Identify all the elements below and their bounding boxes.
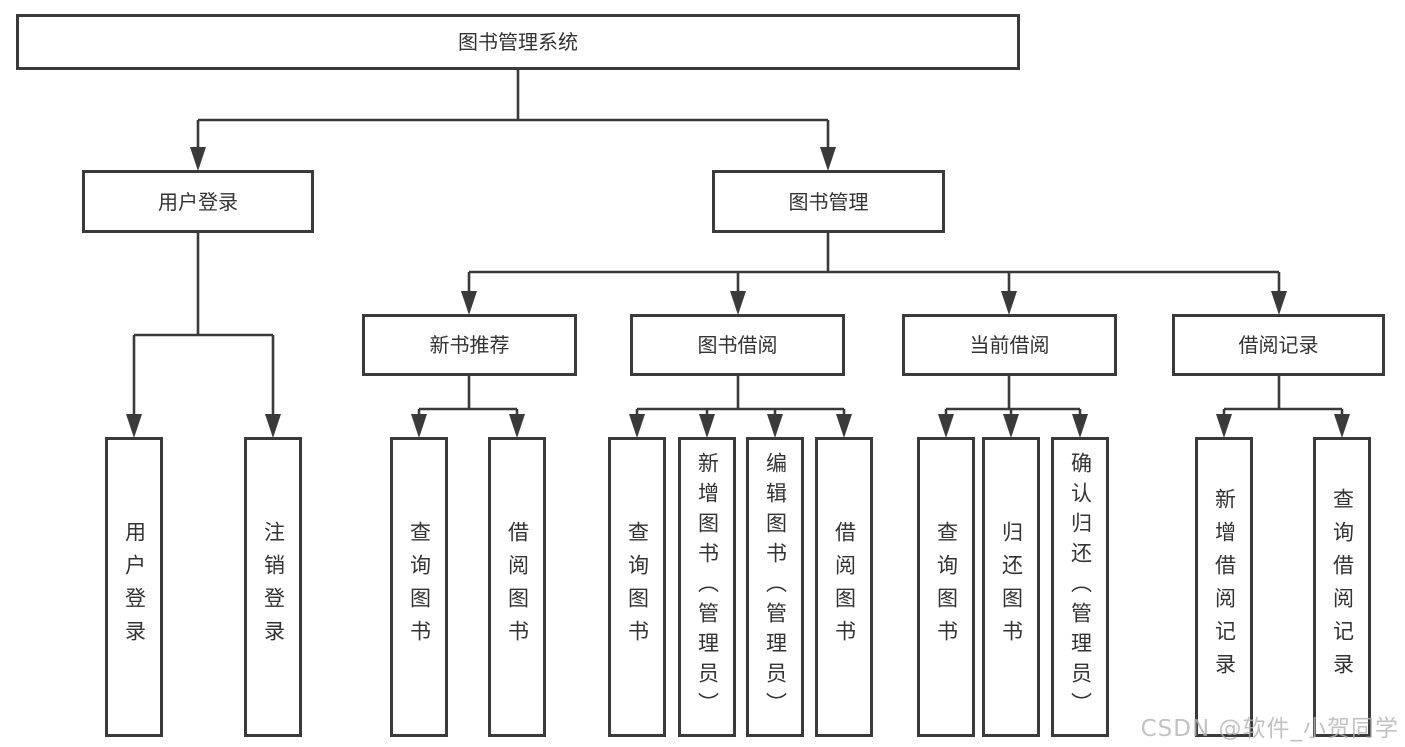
node-book-borrowing: 图书借阅 <box>630 314 845 376</box>
node-leaf-query-borrow-record-label: 查询借阅记录 <box>1330 488 1355 686</box>
node-user-login: 用户登录 <box>82 170 314 233</box>
connector-lines <box>132 70 1344 433</box>
node-leaf-logout: 注销登录 <box>244 437 302 737</box>
node-leaf-query-books-current: 查询图书 <box>917 437 975 737</box>
node-new-book-recommend-label: 新书推荐 <box>429 333 510 357</box>
node-borrowing-records-label: 借阅记录 <box>1238 333 1319 357</box>
node-leaf-return-books-label: 归还图书 <box>999 521 1024 653</box>
node-leaf-borrow-books-recommend-label: 借阅图书 <box>505 521 530 653</box>
node-new-book-recommend: 新书推荐 <box>362 314 577 376</box>
node-leaf-confirm-return-admin-label: 确认归还（管理员） <box>1068 452 1093 722</box>
node-user-login-label: 用户登录 <box>158 189 238 214</box>
node-leaf-borrow-books: 借阅图书 <box>815 437 873 737</box>
node-leaf-borrow-books-recommend: 借阅图书 <box>488 437 546 737</box>
node-leaf-confirm-return-admin: 确认归还（管理员） <box>1051 437 1109 737</box>
node-leaf-query-books-recommend: 查询图书 <box>390 437 448 737</box>
node-book-management-label: 图书管理 <box>788 189 869 214</box>
node-leaf-edit-book-admin: 编辑图书（管理员） <box>746 437 804 737</box>
node-leaf-borrow-books-label: 借阅图书 <box>832 521 857 653</box>
node-leaf-add-book-admin-label: 新增图书（管理员） <box>695 452 720 722</box>
node-current-borrowing-label: 当前借阅 <box>969 333 1050 357</box>
arrowhead-icons <box>126 147 1350 438</box>
node-leaf-user-login-label: 用户登录 <box>122 521 147 653</box>
node-root-system: 图书管理系统 <box>16 14 1020 70</box>
node-leaf-return-books: 归还图书 <box>982 437 1040 737</box>
node-book-borrowing-label: 图书借阅 <box>697 333 778 357</box>
node-leaf-query-books-recommend-label: 查询图书 <box>407 521 432 653</box>
node-leaf-edit-book-admin-label: 编辑图书（管理员） <box>763 452 788 722</box>
node-leaf-query-books-borrowing: 查询图书 <box>608 437 666 737</box>
node-leaf-logout-label: 注销登录 <box>261 521 286 653</box>
csdn-watermark: CSDN @软件_小贺同学 <box>1140 716 1399 742</box>
node-leaf-query-books-current-label: 查询图书 <box>934 521 959 653</box>
node-leaf-user-login: 用户登录 <box>105 437 163 737</box>
node-root-system-label: 图书管理系统 <box>458 30 578 54</box>
node-leaf-add-book-admin: 新增图书（管理员） <box>678 437 736 737</box>
node-borrowing-records: 借阅记录 <box>1172 314 1385 376</box>
node-book-management: 图书管理 <box>712 170 945 233</box>
node-leaf-query-borrow-record: 查询借阅记录 <box>1313 437 1371 737</box>
node-current-borrowing: 当前借阅 <box>902 314 1117 376</box>
node-leaf-query-books-borrowing-label: 查询图书 <box>625 521 650 653</box>
node-leaf-add-borrow-record: 新增借阅记录 <box>1195 437 1253 737</box>
node-leaf-add-borrow-record-label: 新增借阅记录 <box>1212 488 1237 686</box>
